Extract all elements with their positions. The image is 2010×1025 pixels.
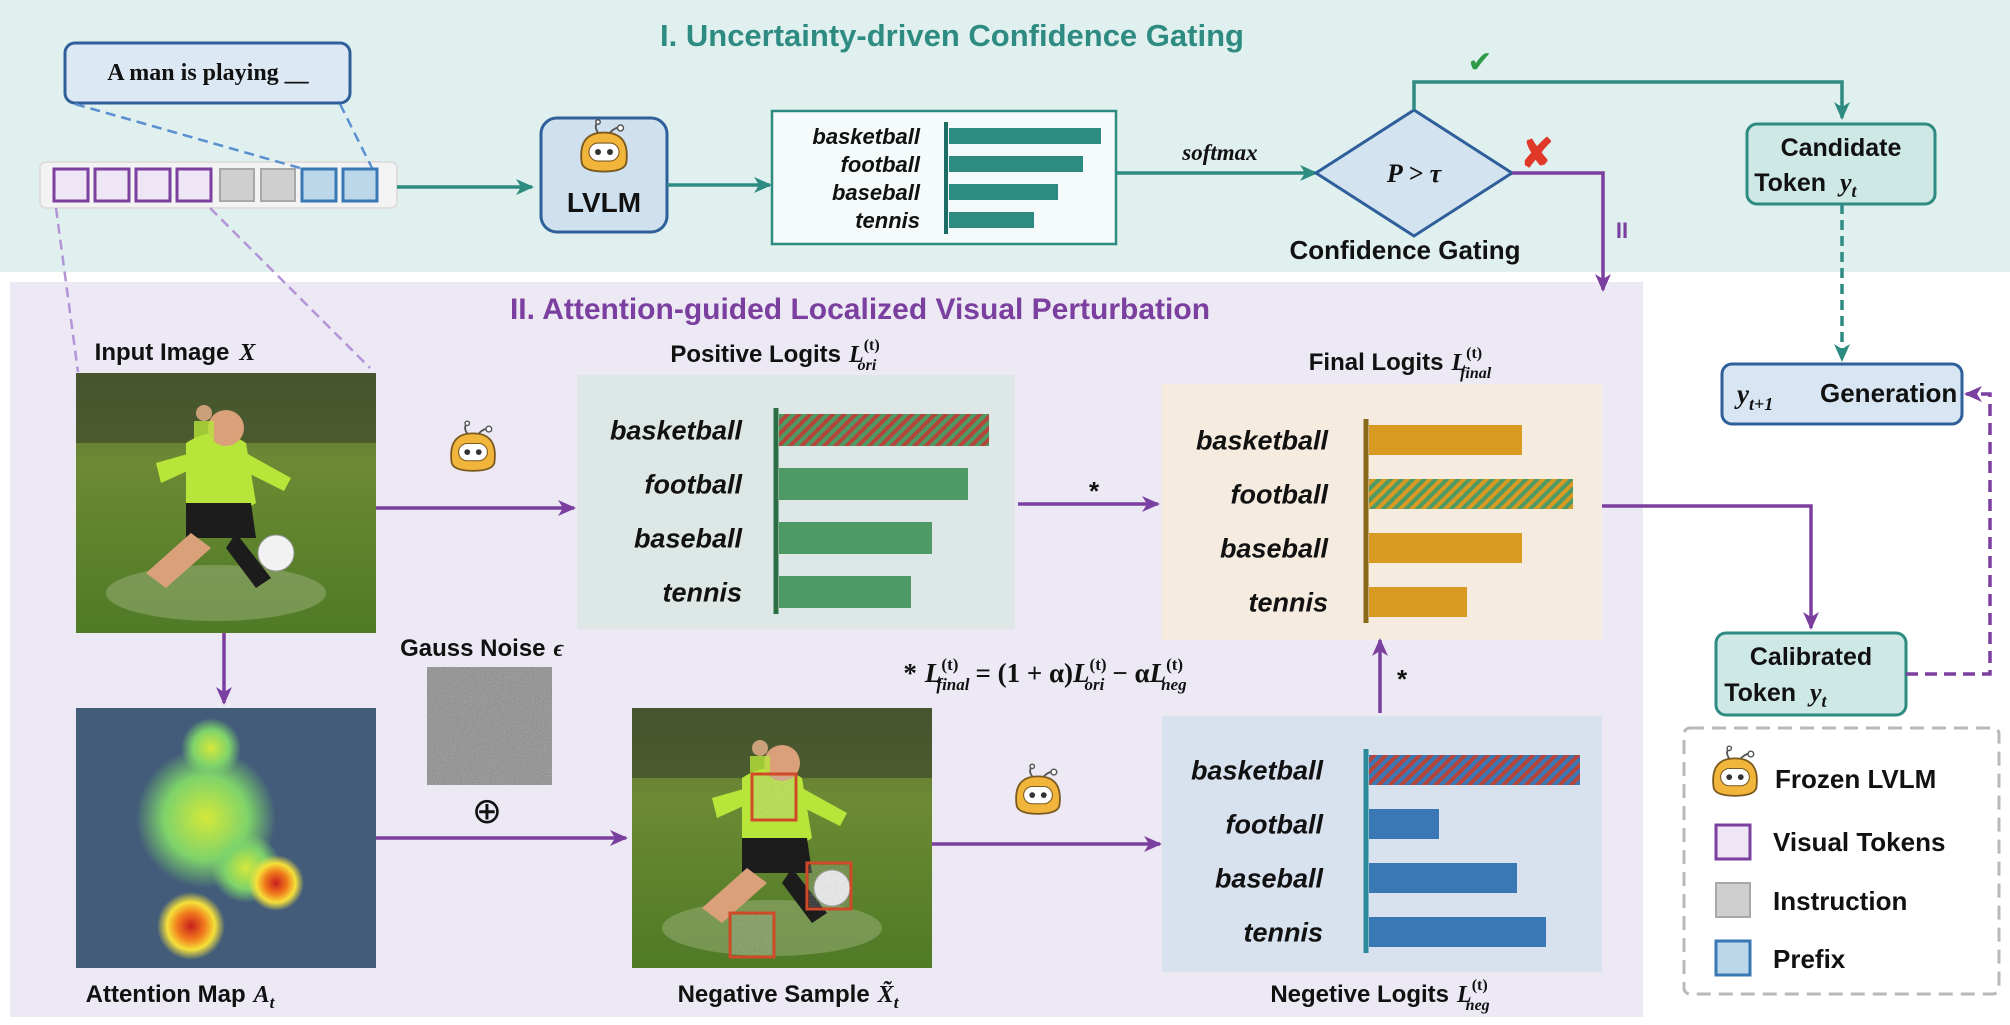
tick-label-tennis: tennis: [855, 208, 920, 233]
prompt-connector-right: [338, 103, 374, 169]
softmax-label: softmax: [1181, 140, 1257, 165]
tick-label-baseball: baseball: [1215, 864, 1324, 894]
positive-logits-chart: basketball football baseball tennis: [610, 408, 989, 614]
legend-label-visual-tokens: Visual Tokens: [1773, 827, 1945, 857]
arrow-final-to-calibrated: [1578, 504, 1819, 630]
check-icon: ✔: [1467, 46, 1492, 79]
calibrated-label-2: Token: [1724, 679, 1796, 707]
prompt-box: [63, 41, 352, 105]
tick-label-basketball: basketball: [812, 124, 920, 149]
bar-tennis: [1369, 587, 1467, 617]
gate-caption: Confidence Gating: [1289, 235, 1520, 265]
candidate-label-2: Token: [1754, 169, 1826, 197]
confidence-gate-diamond: [1313, 108, 1515, 238]
bar-baseball: [949, 184, 1058, 200]
legend-label-frozen-lvlm: Frozen LVLM: [1775, 764, 1936, 794]
formula: *L(t)final= (1 + α)L(t)ori− αL(t)neg: [903, 655, 1187, 694]
legend-swatch-instruction: [1715, 882, 1751, 918]
tick-label-basketball: basketball: [1191, 756, 1324, 786]
negative-sample-image: [631, 707, 933, 969]
arrow-calibrated-to-generation: [1906, 386, 1992, 676]
candidate-var: yt: [1837, 168, 1858, 201]
bar-basketball: [779, 414, 989, 446]
calibrated-label-1: Calibrated: [1750, 643, 1872, 671]
candidate-label-1: Candidate: [1781, 134, 1902, 162]
section-2-title: II. Attention-guided Localized Visual Pe…: [510, 293, 1210, 326]
star-mark-positive: *: [1089, 476, 1100, 506]
legend-swatch-prefix: [1714, 939, 1752, 977]
prompt-text: A man is playing __: [107, 60, 309, 86]
tick-label-tennis: tennis: [1243, 918, 1323, 948]
fail-branch-label: II: [1616, 218, 1628, 243]
tick-label-football: football: [1231, 480, 1329, 510]
instruction-tokens: [219, 168, 296, 202]
tick-label-tennis: tennis: [1248, 588, 1328, 618]
tick-label-tennis: tennis: [662, 578, 742, 608]
negative-logits-chart: basketball football baseball tennis: [1191, 749, 1580, 953]
legend: [1682, 726, 2001, 996]
attention-map-image: [76, 708, 376, 968]
legend-label-instruction: Instruction: [1773, 886, 1907, 916]
arrow-gate-fail: [1512, 171, 1611, 292]
prefix-tokens: [300, 167, 379, 203]
legend-swatch-visual: [1714, 823, 1752, 861]
lvlm-label: LVLM: [567, 187, 641, 218]
section-1-title: I. Uncertainty-driven Confidence Gating: [660, 18, 1244, 53]
tick-label-baseball: baseball: [832, 180, 921, 205]
lvlm-box: [539, 116, 669, 234]
tick-label-basketball: basketball: [610, 416, 743, 446]
tick-label-baseball: baseball: [634, 524, 743, 554]
image-connector-right: [209, 207, 371, 369]
bar-football: [1369, 809, 1439, 839]
tick-label-football: football: [1226, 810, 1324, 840]
bar-football: [949, 156, 1083, 172]
bar-football: [1369, 479, 1573, 509]
tick-label-football: football: [841, 152, 921, 177]
bar-baseball: [1369, 533, 1522, 563]
tick-label-basketball: basketball: [1196, 426, 1329, 456]
image-connector-left: [54, 207, 80, 373]
bar-basketball: [949, 128, 1101, 144]
final-logits-chart: basketball football baseball tennis: [1196, 419, 1573, 623]
bar-tennis: [779, 576, 911, 608]
gauss-noise-image: [427, 667, 552, 785]
star-mark-negative: *: [1397, 664, 1408, 694]
arrow-gate-pass: [1412, 80, 1850, 120]
oplus-symbol: ⊕: [472, 790, 502, 831]
input-image: [75, 372, 377, 634]
prob-chart: basketball football baseball tennis: [812, 122, 1101, 234]
bar-basketball: [1369, 425, 1522, 455]
generation-var: yt+1: [1734, 379, 1773, 414]
bar-tennis: [1369, 917, 1546, 947]
cross-icon: ✘: [1520, 132, 1554, 176]
tick-label-baseball: baseball: [1220, 534, 1329, 564]
tick-label-football: football: [645, 470, 743, 500]
bar-tennis: [949, 212, 1034, 228]
gate-expression: P > τ: [1386, 159, 1443, 188]
bar-baseball: [779, 522, 932, 554]
calibrated-var: yt: [1807, 678, 1828, 711]
prompt-connector-left: [74, 102, 301, 170]
legend-label-prefix: Prefix: [1773, 944, 1846, 974]
bar-football: [779, 468, 968, 500]
visual-tokens: [52, 167, 213, 203]
bar-baseball: [1369, 863, 1517, 893]
generation-label: Generation: [1820, 378, 1957, 408]
bar-basketball: [1369, 755, 1580, 785]
generation-box: [1720, 362, 1964, 426]
